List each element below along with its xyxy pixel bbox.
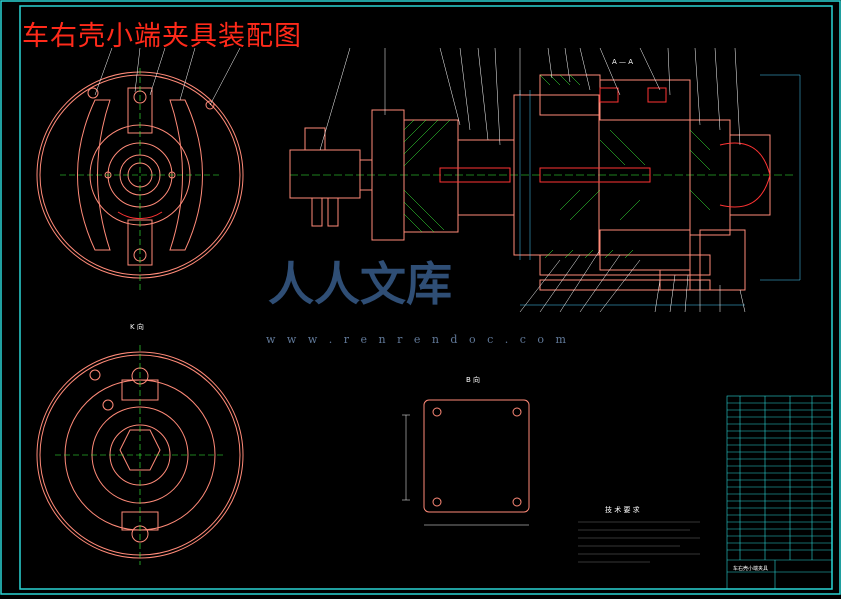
section-label: A — A xyxy=(612,58,634,66)
title-block-name: 车右壳小端夹具 xyxy=(733,566,769,572)
main-section xyxy=(289,47,801,313)
leader-lines-view-a xyxy=(94,47,241,106)
watermark-logo: 人人文库 xyxy=(268,257,452,311)
drawing-title: 车右壳小端夹具装配图 xyxy=(22,21,302,52)
technical-requirements-title: 技 术 要 求 xyxy=(605,506,640,514)
watermark-url: w w w . r e n r e n d o c . c o m xyxy=(266,333,570,346)
title-block xyxy=(726,395,833,590)
view-b xyxy=(402,399,530,526)
inner-frame xyxy=(19,5,833,590)
hatch-regions xyxy=(403,74,711,259)
view-k-label: K 向 xyxy=(130,323,144,331)
technical-notes-lines xyxy=(578,521,700,563)
front-view-a xyxy=(36,68,244,290)
view-k xyxy=(36,345,244,565)
view-b-label: B 向 xyxy=(466,376,481,384)
